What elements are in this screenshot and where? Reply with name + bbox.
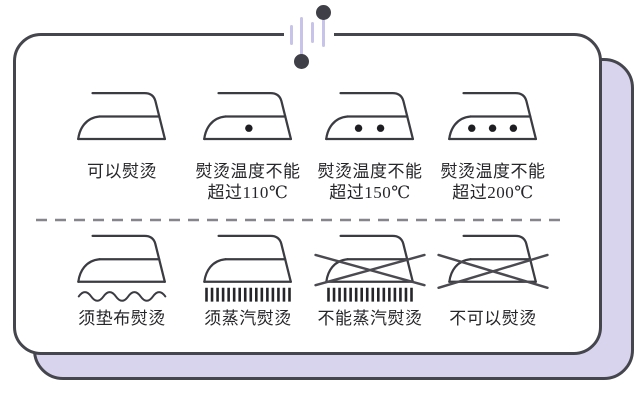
pin-line [321, 14, 325, 47]
symbol-label: 须垫布熨烫 [56, 308, 188, 329]
symbol-label: 熨烫温度不能 超过200℃ [427, 161, 559, 203]
label-line: 不能蒸汽熨烫 [317, 309, 423, 328]
label-line: 熨烫温度不能 [195, 162, 301, 181]
label-line: 须蒸汽熨烫 [204, 309, 292, 328]
iron-two-dots-icon [325, 91, 415, 141]
label-line: 不可以熨烫 [449, 309, 537, 328]
iron-steam-icon [203, 234, 292, 302]
symbol-label: 不能蒸汽熨烫 [304, 308, 436, 329]
pin-line [310, 22, 314, 43]
label-line: 超过150℃ [329, 183, 411, 202]
label-line: 超过110℃ [207, 183, 289, 202]
iron-crossed-icon [437, 234, 549, 290]
iron-icon [77, 91, 167, 141]
pin-bottom-dot [294, 54, 309, 69]
care-symbol-cell: 须蒸汽熨烫 [182, 229, 314, 329]
card [13, 33, 602, 355]
label-line: 须垫布熨烫 [78, 309, 166, 328]
iron-one-dot-icon [203, 91, 293, 141]
dashed-divider [36, 218, 568, 222]
pin-line [289, 25, 293, 45]
label-line: 熨烫温度不能 [317, 162, 423, 181]
pin-line [299, 17, 303, 57]
iron-three-dots-icon [448, 91, 538, 141]
care-symbol-cell: 熨烫温度不能 超过150℃ [304, 86, 436, 203]
iron-on-cloth-icon [77, 234, 167, 302]
symbol-label: 熨烫温度不能 超过150℃ [304, 161, 436, 203]
care-symbol-cell: 不可以熨烫 [427, 229, 559, 329]
label-line: 超过200℃ [452, 183, 534, 202]
symbol-label: 可以熨烫 [56, 161, 188, 182]
care-symbol-cell: 不能蒸汽熨烫 [304, 229, 436, 329]
pin-top-dot [315, 5, 331, 20]
label-line: 熨烫温度不能 [440, 162, 546, 181]
symbol-label: 熨烫温度不能 超过110℃ [182, 161, 314, 203]
pin-border-gap [284, 29, 334, 38]
iron-no-steam-icon [314, 234, 426, 302]
symbol-label: 不可以熨烫 [427, 308, 559, 329]
symbol-label: 须蒸汽熨烫 [182, 308, 314, 329]
care-symbol-cell: 熨烫温度不能 超过200℃ [427, 86, 559, 203]
care-symbol-cell: 可以熨烫 [56, 86, 188, 182]
care-symbol-cell: 熨烫温度不能 超过110℃ [182, 86, 314, 203]
care-symbol-cell: 须垫布熨烫 [56, 229, 188, 329]
label-line: 可以熨烫 [87, 162, 157, 181]
